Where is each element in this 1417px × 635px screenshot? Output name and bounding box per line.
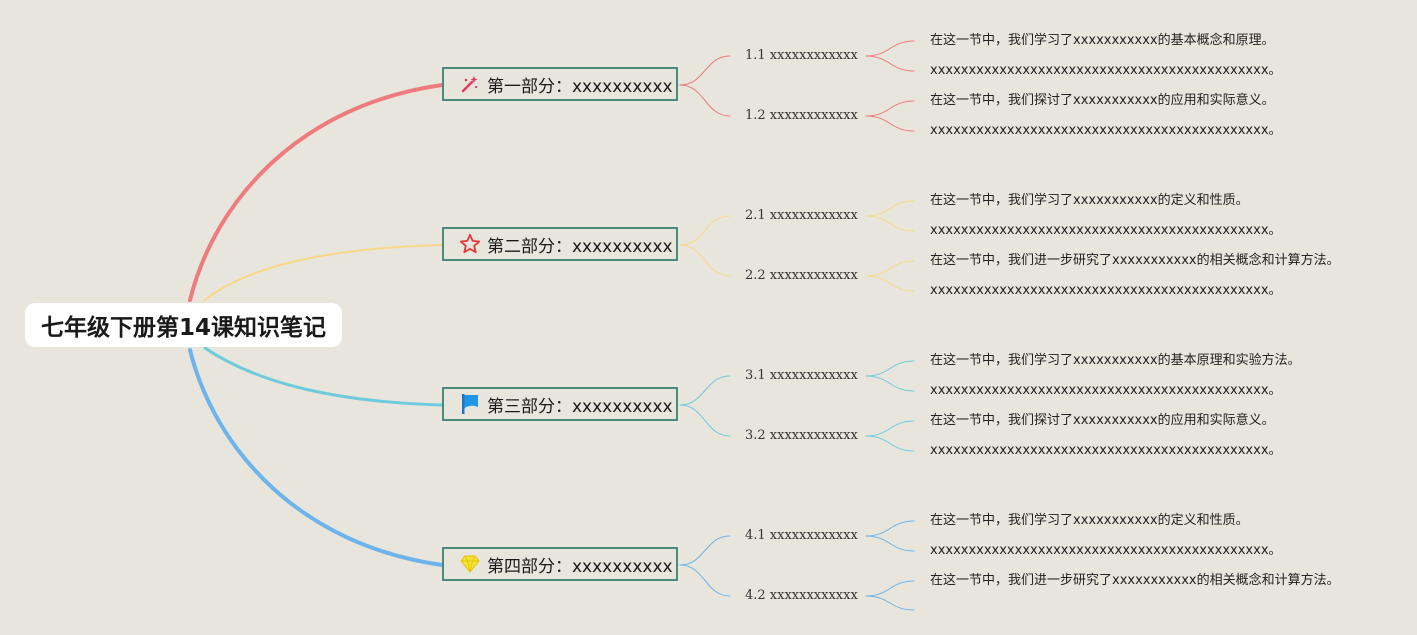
leaf-line-2-1-1 xyxy=(865,200,915,217)
note-2-2-b[interactable]: xxxxxxxxxxxxxxxxxxxxxxxxxxxxxxxxxxxxxxxx… xyxy=(930,283,1282,298)
section-3-label: 第三部分：xxxxxxxxxx xyxy=(487,396,673,417)
leaf-line-4-2-1 xyxy=(865,580,915,597)
subtopic-4-1[interactable]: 4.1 xxxxxxxxxxxx xyxy=(745,528,858,543)
section-2-topic[interactable]: 第二部分：xxxxxxxxxx xyxy=(442,227,678,261)
leaf-line-2-2-1 xyxy=(865,260,915,277)
subtopic-1-1[interactable]: 1.1 xxxxxxxxxxxx xyxy=(745,48,858,63)
section-1-label: 第一部分：xxxxxxxxxx xyxy=(487,76,673,97)
branch-line-1 xyxy=(188,83,444,302)
subtopic-3-1[interactable]: 3.1 xxxxxxxxxxxx xyxy=(745,368,858,383)
sub-line-3-2 xyxy=(679,404,731,437)
note-3-2-a[interactable]: 在这一节中，我们探讨了xxxxxxxxxxx的应用和实际意义。 xyxy=(930,413,1275,428)
note-3-1-b[interactable]: xxxxxxxxxxxxxxxxxxxxxxxxxxxxxxxxxxxxxxxx… xyxy=(930,383,1282,398)
subtopic-4-2[interactable]: 4.2 xxxxxxxxxxxx xyxy=(745,588,858,603)
branch-line-2 xyxy=(204,244,443,301)
note-2-1-b[interactable]: xxxxxxxxxxxxxxxxxxxxxxxxxxxxxxxxxxxxxxxx… xyxy=(930,223,1282,238)
note-4-2-a[interactable]: 在这一节中，我们进一步研究了xxxxxxxxxxx的相关概念和计算方法。 xyxy=(930,573,1340,588)
leaf-line-1-2-1 xyxy=(865,100,915,117)
note-1-1-a[interactable]: 在这一节中，我们学习了xxxxxxxxxxx的基本概念和原理。 xyxy=(930,33,1275,48)
subtopic-1-2[interactable]: 1.2 xxxxxxxxxxxx xyxy=(745,108,858,123)
note-1-1-b[interactable]: xxxxxxxxxxxxxxxxxxxxxxxxxxxxxxxxxxxxxxxx… xyxy=(930,63,1282,78)
note-4-1-b[interactable]: xxxxxxxxxxxxxxxxxxxxxxxxxxxxxxxxxxxxxxxx… xyxy=(930,543,1282,558)
note-2-1-a[interactable]: 在这一节中，我们学习了xxxxxxxxxxx的定义和性质。 xyxy=(930,193,1249,208)
note-4-1-a[interactable]: 在这一节中，我们学习了xxxxxxxxxxx的定义和性质。 xyxy=(930,513,1249,528)
sub-line-2-1 xyxy=(679,215,731,246)
section-4-topic[interactable]: 第四部分：xxxxxxxxxx xyxy=(442,547,678,581)
sub-line-4-2 xyxy=(679,564,731,597)
leaf-line-3-1-1 xyxy=(865,360,915,377)
note-1-2-a[interactable]: 在这一节中，我们探讨了xxxxxxxxxxx的应用和实际意义。 xyxy=(930,93,1275,108)
note-3-1-a[interactable]: 在这一节中，我们学习了xxxxxxxxxxx的基本原理和实验方法。 xyxy=(930,353,1301,368)
star-icon xyxy=(459,233,481,255)
note-3-2-b[interactable]: xxxxxxxxxxxxxxxxxxxxxxxxxxxxxxxxxxxxxxxx… xyxy=(930,443,1282,458)
leaf-line-4-1-2 xyxy=(865,535,915,552)
root-topic[interactable]: 七年级下册第14课知识笔记 xyxy=(25,303,342,347)
sub-line-2-2 xyxy=(679,244,731,277)
leaf-line-1-1-1 xyxy=(865,40,915,57)
leaf-line-2-1-2 xyxy=(865,215,915,232)
section-3-topic[interactable]: 第三部分：xxxxxxxxxx xyxy=(442,387,678,421)
subtopic-3-2[interactable]: 3.2 xxxxxxxxxxxx xyxy=(745,428,858,443)
sub-line-1-2 xyxy=(679,84,731,117)
leaf-line-3-2-2 xyxy=(865,435,915,452)
note-1-2-b[interactable]: xxxxxxxxxxxxxxxxxxxxxxxxxxxxxxxxxxxxxxxx… xyxy=(930,123,1282,138)
branch-line-3 xyxy=(203,346,444,407)
note-2-2-a[interactable]: 在这一节中，我们进一步研究了xxxxxxxxxxx的相关概念和计算方法。 xyxy=(930,253,1340,268)
sub-line-4-1 xyxy=(679,535,731,566)
leaf-line-1-2-2 xyxy=(865,115,915,132)
leaf-line-3-2-1 xyxy=(865,420,915,437)
subtopic-2-1[interactable]: 2.1 xxxxxxxxxxxx xyxy=(745,208,858,223)
magic-wand-icon xyxy=(459,73,481,95)
leaf-line-1-1-2 xyxy=(865,55,915,72)
flag-icon xyxy=(459,393,481,415)
leaf-line-4-2-2 xyxy=(865,595,915,611)
leaf-line-4-1-1 xyxy=(865,520,915,537)
gem-icon xyxy=(459,553,481,575)
leaf-line-2-2-2 xyxy=(865,275,915,292)
sub-line-3-1 xyxy=(679,375,731,406)
section-1-topic[interactable]: 第一部分：xxxxxxxxxx xyxy=(442,67,678,101)
leaf-line-3-1-2 xyxy=(865,375,915,392)
section-2-label: 第二部分：xxxxxxxxxx xyxy=(487,236,673,257)
root-topic-label: 七年级下册第14课知识笔记 xyxy=(40,315,326,341)
section-4-label: 第四部分：xxxxxxxxxx xyxy=(487,556,673,577)
branch-line-4 xyxy=(188,348,444,567)
sub-line-1-1 xyxy=(679,55,731,86)
subtopic-2-2[interactable]: 2.2 xxxxxxxxxxxx xyxy=(745,268,858,283)
